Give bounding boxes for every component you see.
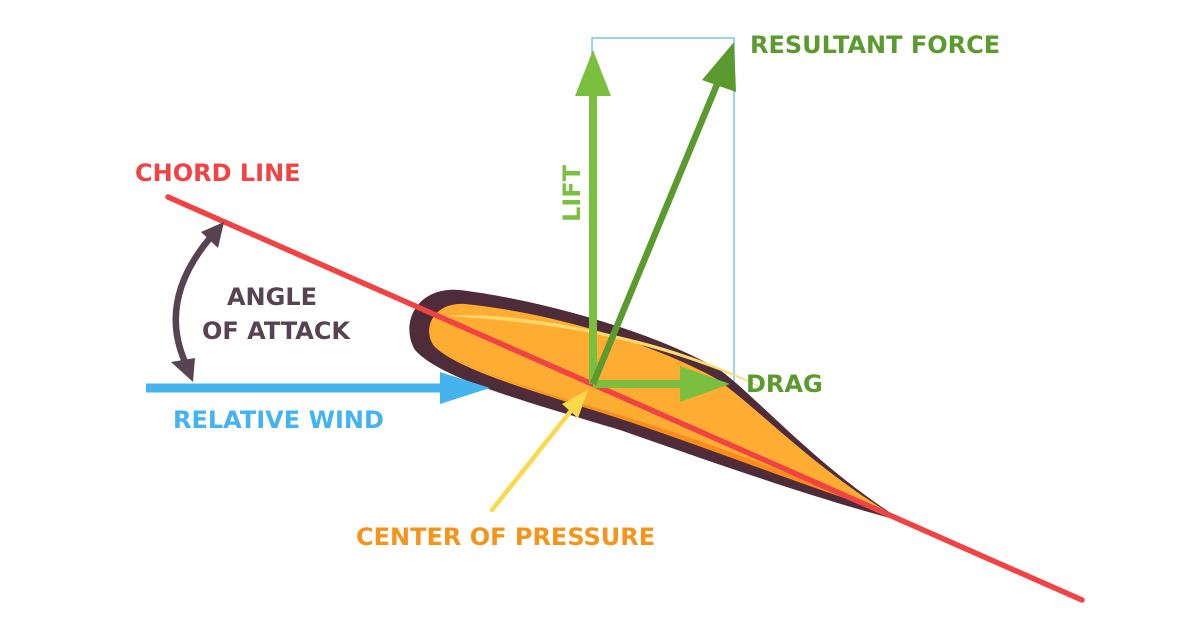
drag-arrowhead	[680, 366, 730, 402]
airfoil	[409, 289, 905, 522]
resultant-force-arrowhead	[702, 42, 736, 92]
lift-label: LIFT	[558, 164, 586, 222]
angle-of-attack-arc	[171, 222, 224, 382]
chord-line-label: CHORD LINE	[135, 159, 301, 187]
airfoil-lower-surface	[440, 350, 888, 512]
relative-wind-label: RELATIVE WIND	[173, 406, 384, 434]
airfoil-body	[429, 303, 888, 512]
relative-wind-arrowhead	[440, 372, 490, 404]
chord-line	[165, 194, 1085, 603]
drag-label: DRAG	[746, 370, 823, 398]
relative-wind-arrow	[146, 372, 490, 404]
lift-arrowhead	[575, 50, 611, 96]
angle-of-attack-label-line1: ANGLE	[227, 283, 317, 311]
angle-arrowhead-bottom	[171, 358, 195, 382]
drag-arrow	[593, 366, 730, 402]
lift-arrow	[575, 50, 611, 384]
angle-of-attack-label-line2: OF ATTACK	[202, 317, 351, 345]
resultant-force-arrow	[589, 42, 736, 386]
resultant-force-label: RESULTANT FORCE	[750, 31, 1000, 59]
center-of-pressure-label: CENTER OF PRESSURE	[356, 523, 655, 551]
center-of-pressure-arrowhead	[562, 390, 588, 418]
center-of-pressure-pointer	[489, 390, 588, 513]
angle-arrowhead-top	[201, 222, 224, 248]
